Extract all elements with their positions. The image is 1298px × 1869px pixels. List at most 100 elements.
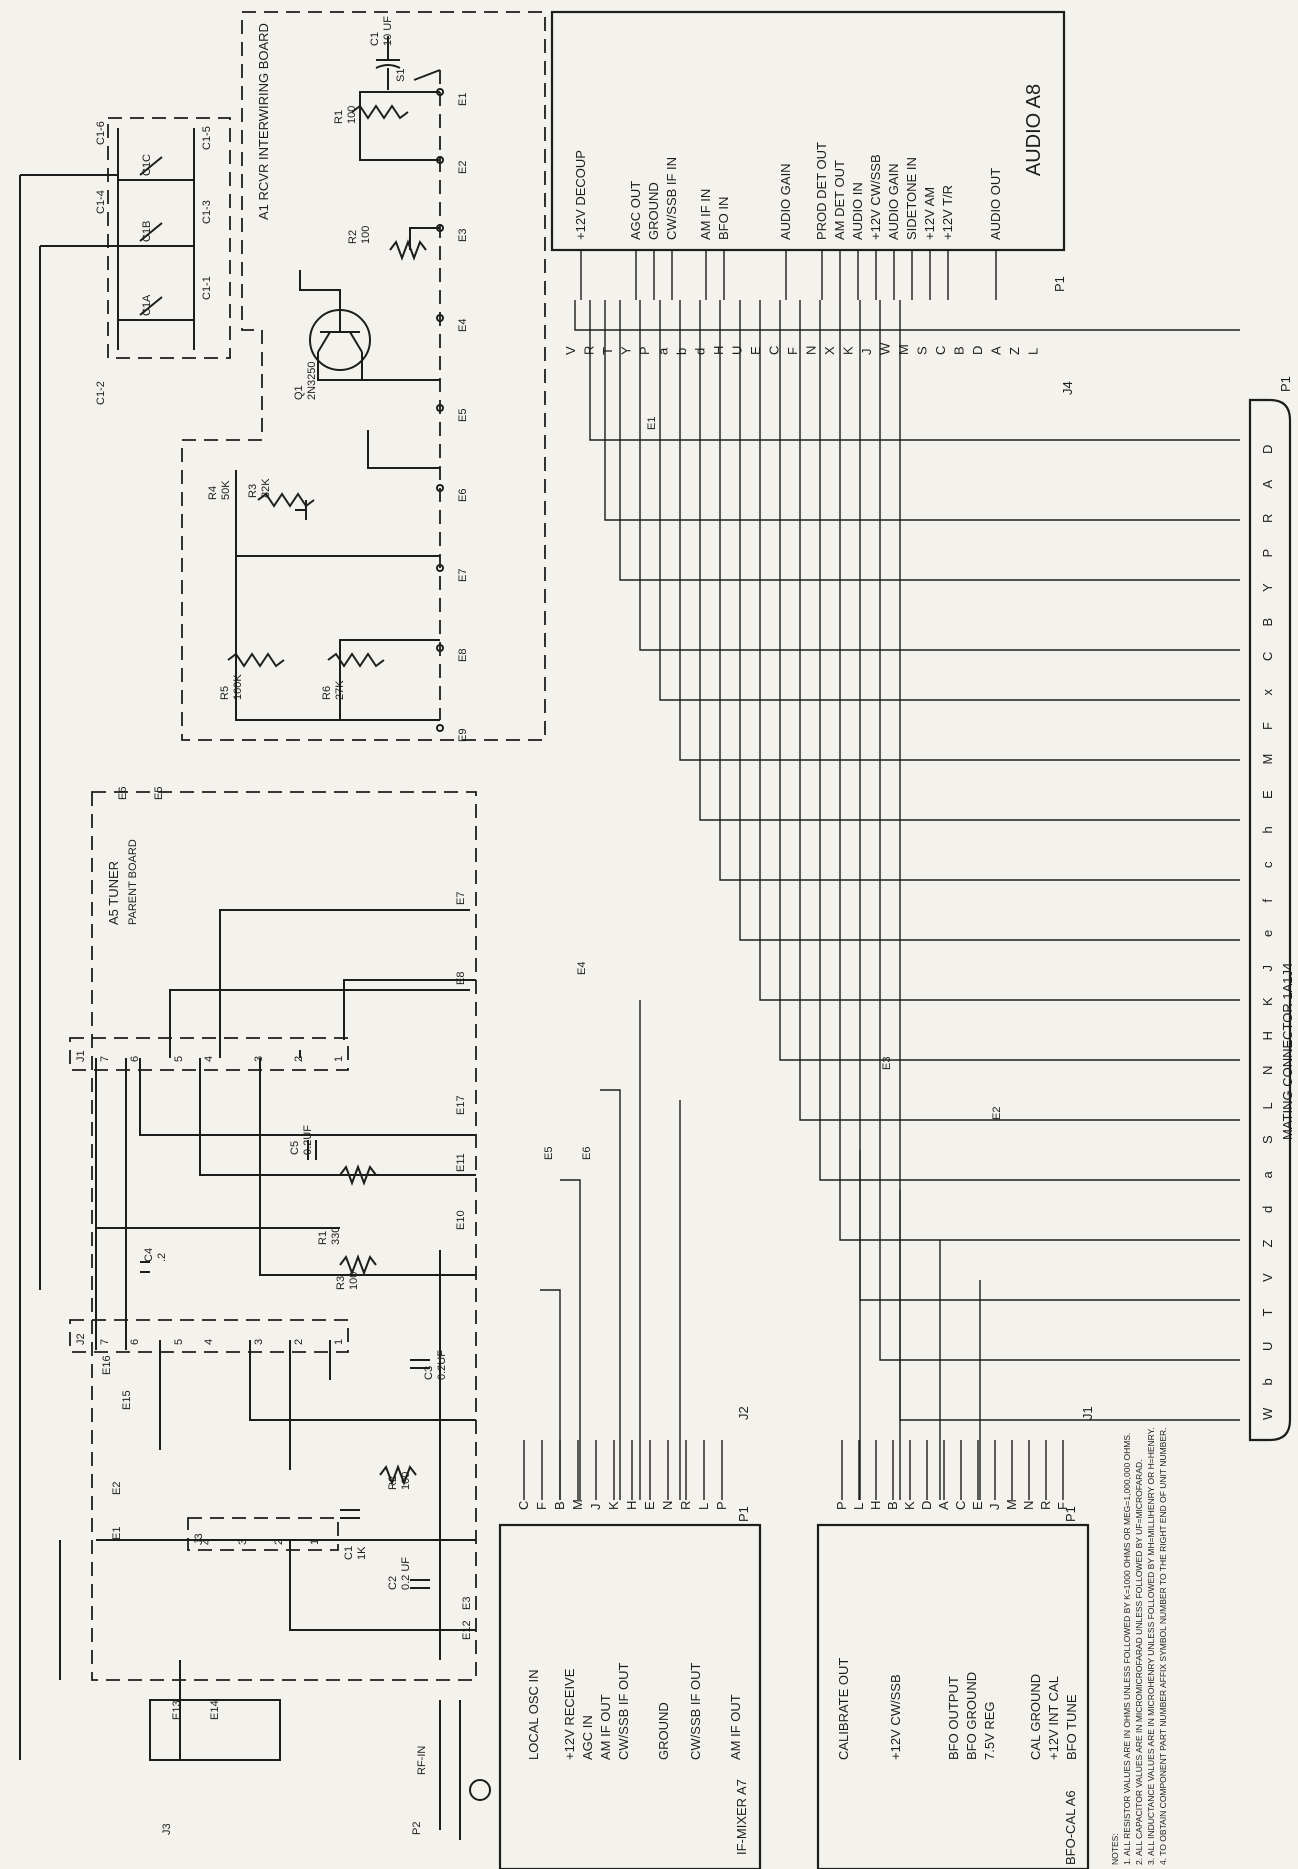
tuner-j1-pin: 2 [293,1056,305,1062]
bfocal-signal-label: 7.5V REG [982,1701,997,1760]
audio-pin: R [582,346,597,355]
component-ref: S1 [395,69,407,82]
mating-pin: M [1260,754,1275,765]
audio-signal-label: BFO IN [716,197,731,240]
rcvr-terminal: E6 [457,489,469,502]
audio-signal-label: GROUND [646,182,661,240]
mating-pin: V [1260,1273,1275,1282]
audio-pin: N [804,346,819,355]
mating-pin: R [1260,514,1275,523]
bfocal-pin: E [970,1501,985,1510]
bfocal-signal-label: +12V CW/SSB [888,1674,903,1760]
mating-pin: Z [1260,1240,1275,1248]
tuner-terminal: E13 [171,1700,183,1720]
mating-pin: A [1260,480,1275,489]
mating-pin: d [1260,1206,1275,1213]
component-ref: R1 [333,110,345,124]
component-value: 0.2 UF [400,1557,412,1590]
bfocal-pin: A [936,1501,951,1510]
mating-pin: b [1260,1378,1275,1385]
mating-pin: T [1260,1309,1275,1317]
tuner-terminal: E16 [101,1355,113,1375]
ifmixer-pin: E [642,1501,657,1510]
svg-text:E6: E6 [581,1147,593,1160]
tuner-terminal: E15 [121,1390,133,1410]
component-ref: C1 [343,1546,355,1560]
tuner-j3-pin: 1 [309,1539,321,1545]
tuner-j1-pin: 6 [129,1056,141,1062]
bfocal-pin: K [902,1501,917,1510]
mating-pin: L [1260,1102,1275,1109]
mating-connector-label: P1 [1278,376,1293,392]
tuner-terminal: E3 [461,1597,473,1610]
audio-pin: C [933,346,948,355]
component-value: 0.2UF [302,1125,314,1155]
tuner-terminal: E11 [455,1153,467,1172]
component-ref: R3 [247,484,259,498]
audio-pin: A [989,346,1004,355]
notes: NOTES: 1. ALL RESISTOR VALUES ARE IN OHM… [1110,1427,1168,1865]
audio-pin: C [767,346,782,355]
bfocal-pin: M [1004,1499,1019,1510]
ifmixer-pin: B [552,1501,567,1510]
bfocal-pin: F [1055,1502,1070,1510]
ifmixer-signal-label: CW/SSB IF OUT [688,1662,703,1760]
bfocal-signal-label: CALIBRATE OUT [836,1658,851,1760]
mating-pin: Y [1260,583,1275,592]
ifmixer-signal-label: CW/SSB IF OUT [616,1662,631,1760]
ifmixer-signal-label: AM IF OUT [728,1694,743,1760]
bfocal-signal-label: +12V INT CAL [1046,1676,1061,1760]
mating-pin: D [1260,445,1275,454]
tuner-j2-pin: 2 [293,1339,305,1345]
component-ref: C1 [369,32,381,46]
audio-signal-label: PROD DET OUT [814,142,829,240]
ifmixer-pin: K [606,1501,621,1510]
audio-pin: Y [619,346,634,355]
component-value: 50K [220,480,232,500]
rcvr-terminal: E7 [457,569,469,582]
rcvr-terminal-dot [436,564,444,572]
ifmixer-pin: P [714,1501,729,1510]
tuner-j3-pin: 3 [237,1539,249,1545]
rcvr-terminal: E1 [457,93,469,106]
mating-pin: B [1260,618,1275,627]
audio-pin: B [952,346,967,355]
tuner-j2-pin: 1 [333,1339,345,1345]
tuner-j1-pin: 4 [203,1056,215,1062]
mating-pin: K [1260,997,1275,1006]
audio-signal-label: +12V T/R [940,185,955,240]
audio-signal-label: AUDIO IN [850,182,865,240]
bfocal-pin: B [885,1501,900,1510]
tuner-j2-pin: 6 [129,1339,141,1345]
audio-signal-label: AUDIO OUT [988,168,1003,240]
component-ref: R3 [335,1276,347,1290]
cap-gang-label: C1C [141,154,153,176]
audio-signal-label: AUDIO GAIN [778,163,793,240]
svg-text:E3: E3 [881,1057,893,1070]
rcvr-terminal: E2 [457,161,469,174]
cap-gang-label: C1-5 [201,126,213,150]
audio-signal-label: CW/SSB IF IN [664,157,679,240]
audio-signal-label: AGC OUT [628,181,643,240]
component-value: 100 [348,1272,360,1290]
bfocal-pin: D [919,1501,934,1510]
mating-pin: h [1260,826,1275,833]
svg-text:E4: E4 [576,962,588,975]
component-ref: R2 [347,230,359,244]
audio-pin: E [748,346,763,355]
mating-pin: N [1260,1066,1275,1075]
component-value: 27K [334,680,346,700]
ifmixer-pin: L [696,1503,711,1510]
svg-text:P2: P2 [411,1822,423,1835]
audio-signal-label: AUDIO GAIN [886,163,901,240]
rcvr-terminal: E8 [457,649,469,662]
audio-connector-label: P1 [1052,276,1067,292]
ifmixer-pin: C [516,1501,531,1510]
component-ref: C2 [387,1576,399,1590]
cap-gang-label: C1-1 [201,276,213,300]
audio-pin: X [822,346,837,355]
